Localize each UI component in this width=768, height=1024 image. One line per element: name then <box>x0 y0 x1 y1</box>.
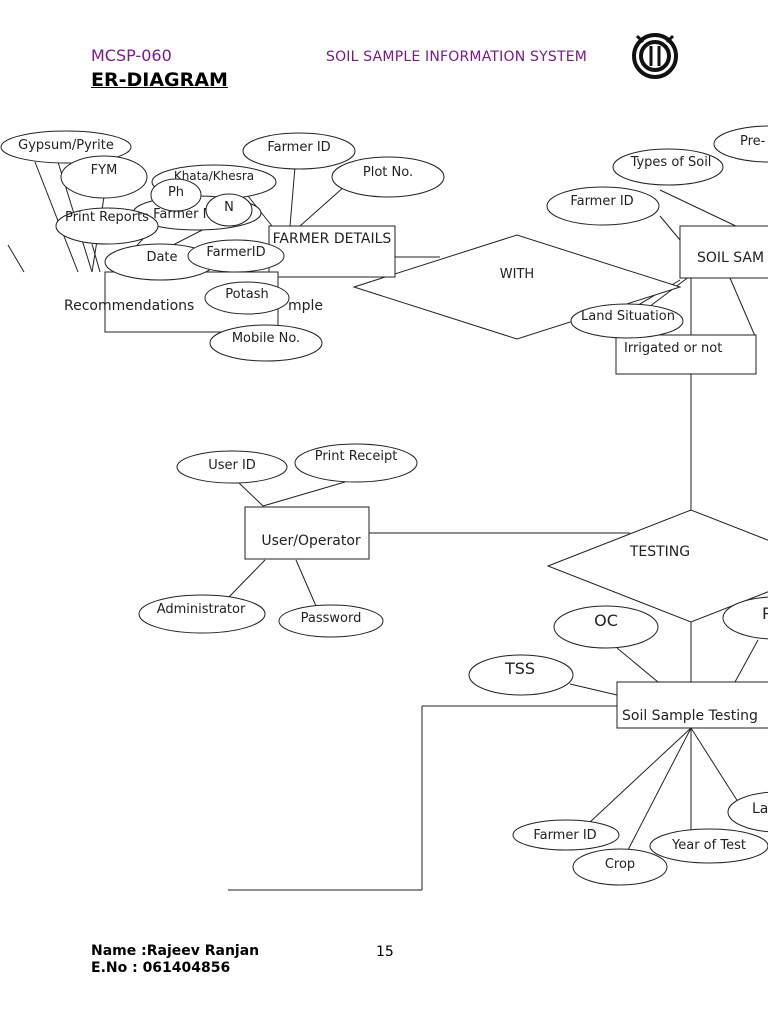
attr-print-receipt-label: Print Receipt <box>315 449 398 464</box>
attr-p <box>722 596 768 640</box>
attr-land-situation <box>570 303 684 339</box>
attr-farmer-id-2-label: Farmer ID <box>570 194 633 209</box>
attr-farmer-id-2 <box>546 186 660 226</box>
attr-la <box>727 791 768 833</box>
attr-land-situation-label: Land Situation <box>581 309 675 324</box>
attr-ph-label: Ph <box>168 185 184 200</box>
attr-ph <box>150 178 202 212</box>
university-logo-icon <box>632 33 678 79</box>
attr-farmer-id-dup-label: FarmerID <box>206 245 265 260</box>
attr-user-id <box>176 450 288 484</box>
attr-print-reports-label: Print Reports <box>65 210 149 225</box>
relationship-testing-label: TESTING <box>629 544 690 560</box>
attr-pre-label: Pre- <box>740 134 766 149</box>
footer-name: Name :Rajeev Ranjan <box>91 943 260 959</box>
course-code: MCSP-060 <box>91 46 172 65</box>
attr-potash-label: Potash <box>225 287 268 302</box>
attr-user-id-label: User ID <box>208 458 256 473</box>
system-title: SOIL SAMPLE INFORMATION SYSTEM <box>326 49 588 65</box>
attr-farmer-id-dup <box>187 239 285 273</box>
attr-farmer-id-3-label: Farmer ID <box>533 828 596 843</box>
attr-potash <box>204 281 290 315</box>
entity-soil-sample-testing <box>616 681 768 729</box>
attr-mobile <box>209 324 323 362</box>
attr-tss-label: TSS <box>504 659 535 678</box>
entity-user-operator-label: User/Operator <box>261 533 361 549</box>
attr-la-label: La <box>752 801 768 817</box>
entity-soil-sample <box>679 225 768 279</box>
attr-farmer-id-1-label: Farmer ID <box>267 140 330 155</box>
attr-password-label: Password <box>301 611 362 626</box>
attr-crop-label: Crop <box>605 857 635 872</box>
attr-fym-label: FYM <box>91 163 118 178</box>
attr-administrator <box>138 594 266 634</box>
attr-date-label: Date <box>146 250 177 265</box>
attr-crop <box>572 848 668 886</box>
attr-plot-no-label: Plot No. <box>363 165 413 180</box>
entity-soil-sample-label: SOIL SAM <box>697 250 764 266</box>
page-number: 15 <box>376 944 394 960</box>
attr-fym <box>60 155 148 199</box>
attr-mobile-label: Mobile No. <box>232 331 300 346</box>
attr-farmer-id-1 <box>242 132 356 170</box>
attr-print-receipt <box>294 443 418 483</box>
relationship-with-label: WITH <box>500 267 534 282</box>
footer: Name :Rajeev Ranjan E.No : 061404856 <box>91 943 259 977</box>
attr-plot-no <box>331 156 445 198</box>
entity-user-operator <box>244 506 370 560</box>
entity-irrigated <box>615 334 757 375</box>
attr-tss <box>468 654 574 696</box>
attr-year-of-test-label: Year of Test <box>671 838 746 853</box>
attr-n-label: N <box>224 200 234 215</box>
attr-print-reports <box>55 207 159 245</box>
attr-password <box>278 604 384 638</box>
attr-administrator-label: Administrator <box>157 602 246 617</box>
attr-oc-label: OC <box>594 611 618 630</box>
entity-farmer-details <box>268 225 396 278</box>
entity-irrigated-label: Irrigated or not <box>624 341 722 356</box>
entity-recommendations-label: Recommendations <box>64 298 194 314</box>
attr-pre <box>713 125 768 163</box>
relationship-testing <box>546 509 768 623</box>
attr-types-of-soil-label: Types of Soil <box>630 155 712 170</box>
attr-n <box>205 193 253 227</box>
page-title: ER-DIAGRAM <box>91 69 228 91</box>
attr-year-of-test <box>649 828 768 864</box>
entity-recommendations-suffix: mple <box>288 298 323 314</box>
attr-oc <box>553 605 659 649</box>
entity-farmer-details-label: FARMER DETAILS <box>273 231 392 247</box>
attr-types-of-soil <box>612 148 724 186</box>
footer-enrollment: E.No : 061404856 <box>91 960 231 976</box>
attr-p-label: P <box>762 604 768 623</box>
attr-gypsum-label: Gypsum/Pyrite <box>18 138 114 153</box>
attr-gypsum <box>0 130 132 164</box>
entity-soil-sample-testing-label: Soil Sample Testing <box>622 708 758 724</box>
attr-khata-label: Khata/Khesra <box>174 169 254 183</box>
attr-farmer-id-3 <box>512 819 620 851</box>
